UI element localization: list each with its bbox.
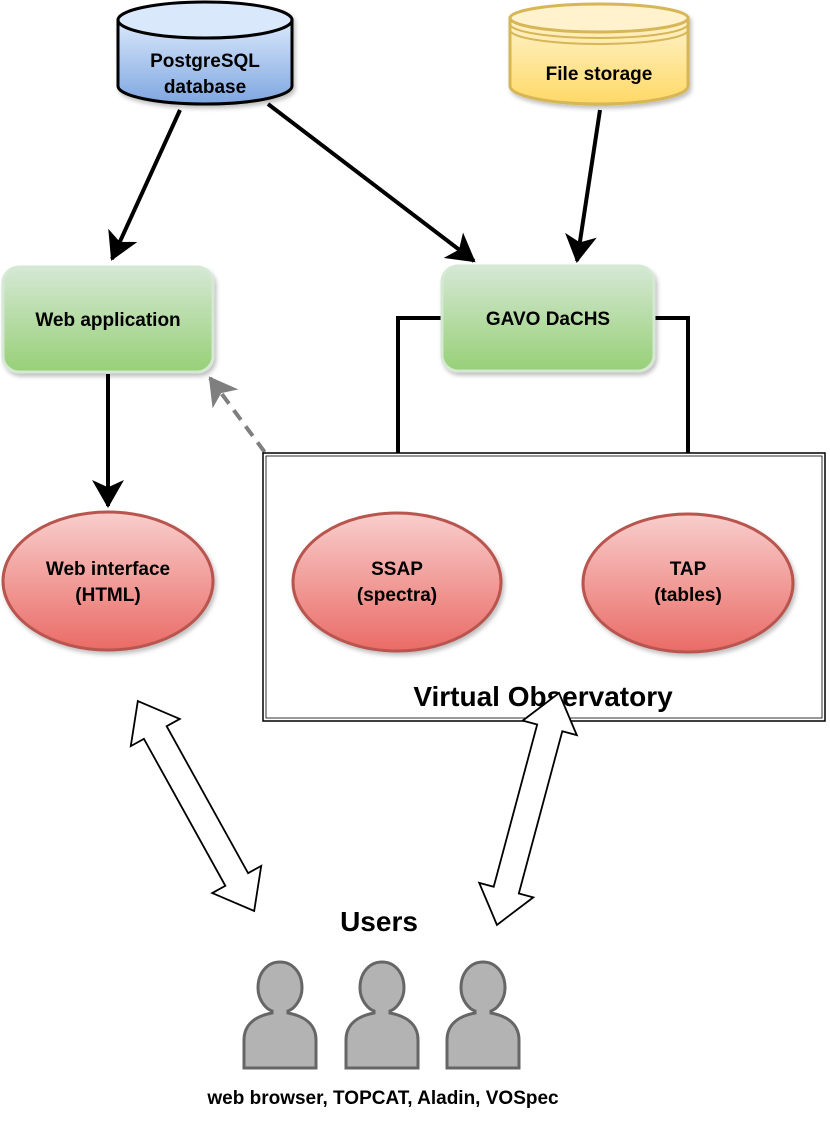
user-icon bbox=[344, 960, 420, 1070]
file-storage-node[interactable] bbox=[508, 2, 690, 106]
edge-storage-to-dachs bbox=[565, 109, 602, 263]
ssap-node[interactable] bbox=[291, 511, 503, 653]
web-application-label: Web application bbox=[35, 310, 180, 331]
postgresql-label-line1: PostgreSQL bbox=[150, 51, 260, 72]
user-icon bbox=[445, 960, 521, 1070]
users-title: Users bbox=[340, 906, 418, 937]
web-interface-label-line2: (HTML) bbox=[75, 585, 140, 606]
edge-dachs-to-tap bbox=[654, 316, 704, 510]
ssap-label-line2: (spectra) bbox=[357, 585, 437, 606]
ssap-label-line1: SSAP bbox=[371, 559, 423, 580]
gavo-dachs-label: GAVO DaCHS bbox=[486, 309, 610, 330]
double-arrow-vo-users bbox=[477, 691, 579, 927]
gavo-dachs-node[interactable] bbox=[440, 264, 656, 373]
double-arrow-webinterface-users bbox=[129, 699, 263, 913]
user-clients-caption: web browser, TOPCAT, Aladin, VOSpec bbox=[206, 1088, 559, 1109]
edges bbox=[92, 102, 704, 529]
postgresql-database-node[interactable] bbox=[116, 0, 294, 106]
edge-webapp-ssap-dashed bbox=[208, 376, 322, 529]
edge-postgres-to-webapp bbox=[108, 109, 182, 261]
web-interface-label-line1: Web interface bbox=[46, 559, 170, 580]
user-icon bbox=[242, 960, 318, 1070]
postgresql-label-line2: database bbox=[164, 77, 246, 98]
web-application-node[interactable] bbox=[1, 265, 215, 374]
tap-node[interactable] bbox=[581, 512, 795, 654]
tap-label-line2: (tables) bbox=[654, 585, 722, 606]
file-storage-label: File storage bbox=[546, 64, 653, 85]
web-interface-node[interactable] bbox=[1, 510, 215, 652]
edge-postgres-to-dachs bbox=[266, 102, 476, 263]
tap-label-line1: TAP bbox=[670, 559, 707, 580]
